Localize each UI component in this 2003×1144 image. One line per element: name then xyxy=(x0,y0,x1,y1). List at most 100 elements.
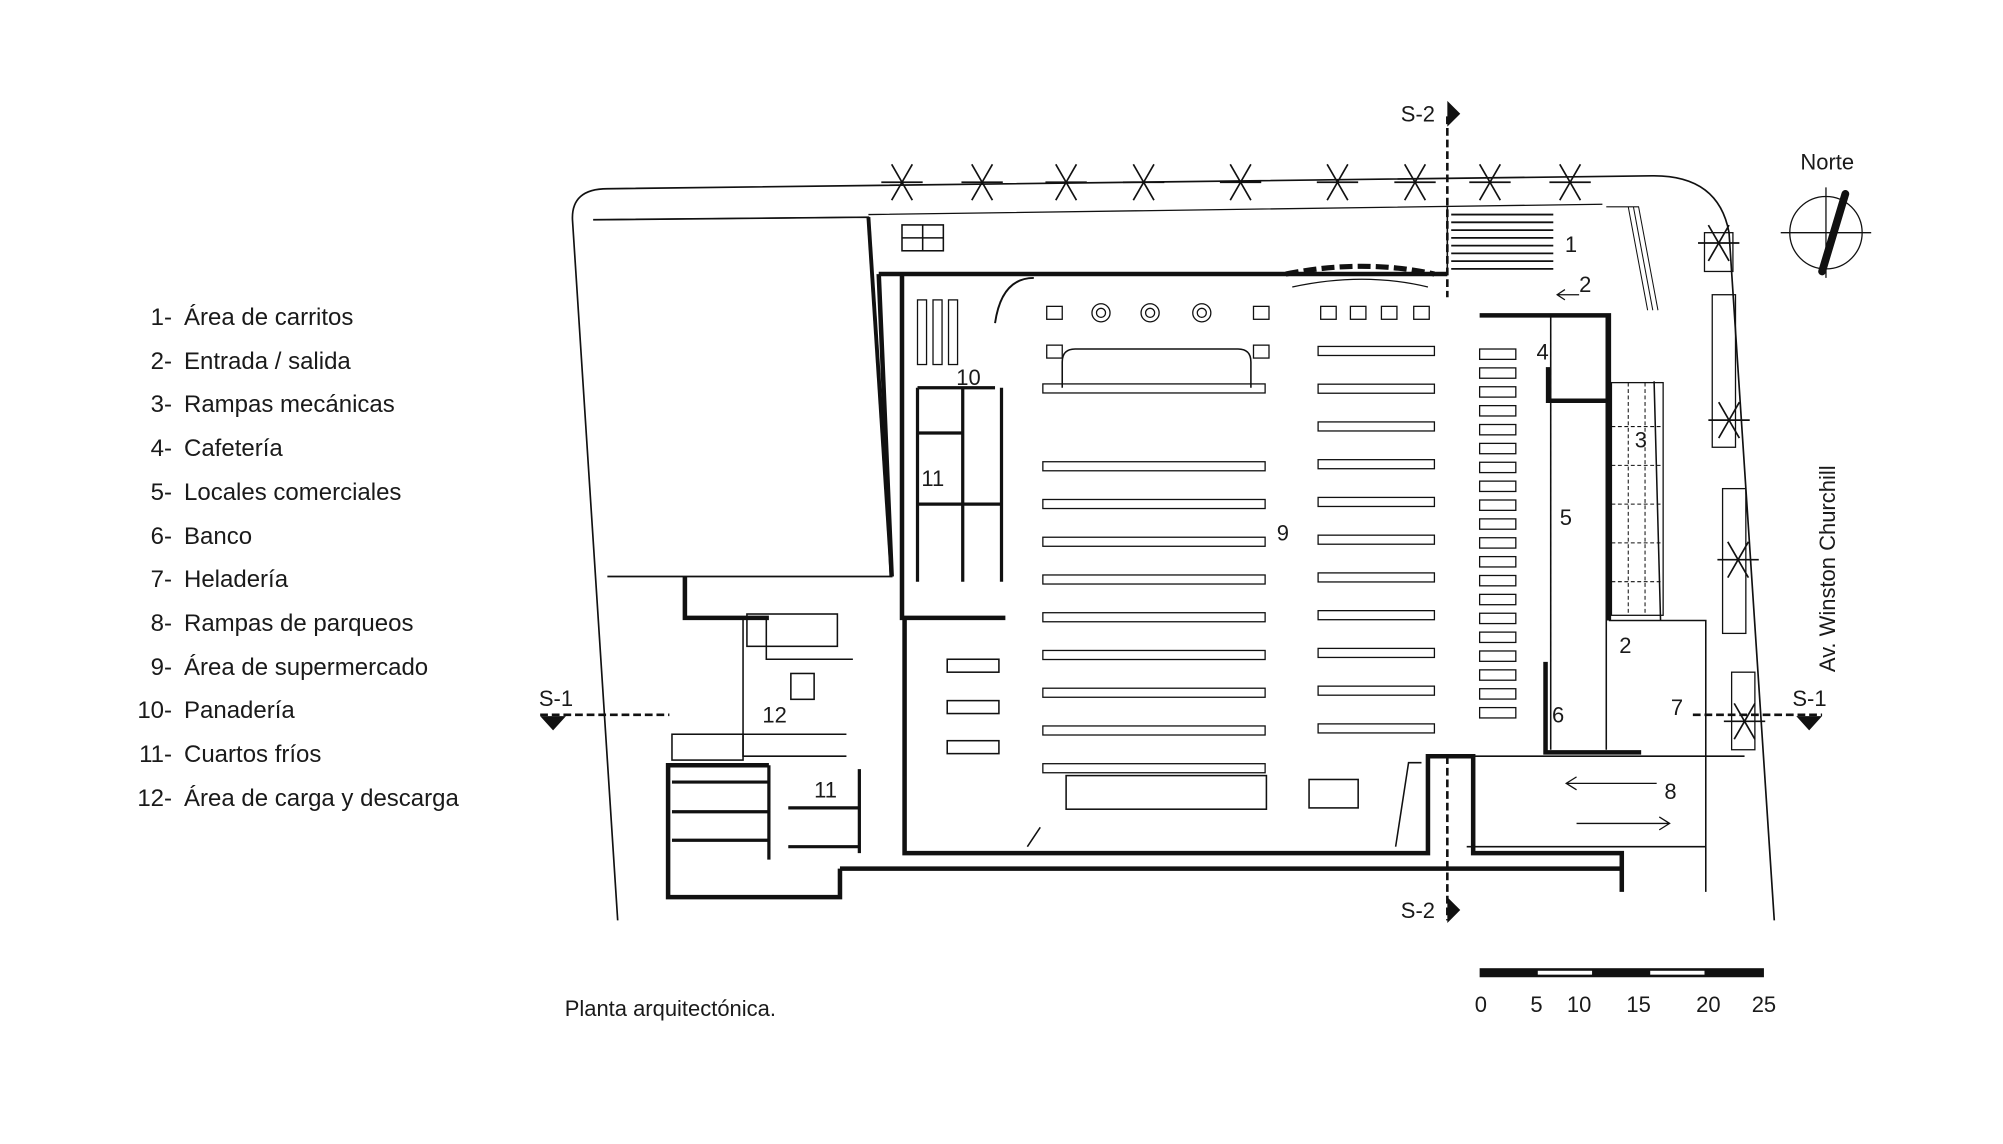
section-markers xyxy=(540,100,1823,923)
checkout-counter xyxy=(1478,706,1517,719)
room-label-6: 6 xyxy=(1552,703,1564,728)
shelf xyxy=(1317,383,1436,394)
room-labels: 1 2 4 10 3 11 5 9 2 12 6 7 11 8 xyxy=(762,232,1683,804)
checkout-counter xyxy=(1478,386,1517,398)
tree-icon xyxy=(1414,163,1427,183)
room-label-12: 12 xyxy=(762,703,786,728)
tree-icon xyxy=(1142,181,1155,201)
column xyxy=(1252,344,1270,359)
checkout-counter xyxy=(1478,537,1517,549)
section-s2-top: S-2 xyxy=(1401,102,1435,127)
cold-rooms xyxy=(671,386,1004,860)
tree-icon xyxy=(981,181,994,201)
legend-label: Banco xyxy=(184,522,253,550)
room-label-1: 1 xyxy=(1565,232,1577,257)
legend-label: Locales comerciales xyxy=(184,478,402,506)
room-label-4: 4 xyxy=(1536,339,1548,364)
tree-icon xyxy=(1728,419,1741,439)
column xyxy=(1380,305,1398,320)
tree-icon xyxy=(1326,181,1339,201)
tree-icon xyxy=(1239,181,1252,201)
column-round xyxy=(1091,303,1111,323)
checkout-counter xyxy=(1478,669,1517,681)
room-label-7: 7 xyxy=(1671,695,1683,720)
checkout-counter xyxy=(1478,442,1517,455)
checkout-counter xyxy=(1478,480,1517,493)
scale-tick: 0 xyxy=(1475,992,1487,1017)
legend-number: 3- xyxy=(150,391,172,419)
tree-icon xyxy=(1132,163,1145,183)
tree-icon xyxy=(1559,163,1571,183)
shelf xyxy=(1042,383,1266,394)
tree-icon xyxy=(1733,720,1746,740)
tree-icon xyxy=(1569,163,1582,183)
shelf xyxy=(1042,498,1266,510)
entry-arrow xyxy=(1556,289,1580,301)
cart-area xyxy=(1451,213,1554,270)
interior-walls xyxy=(742,206,1745,892)
tree-icon xyxy=(1055,163,1067,183)
tree-icon xyxy=(1229,163,1242,183)
tree-icon xyxy=(901,181,914,201)
tree-icon xyxy=(1707,224,1720,244)
tree-icon xyxy=(1478,163,1491,183)
section-s1-right: S-1 xyxy=(1792,686,1826,711)
legend-item: 2-Entrada / salida xyxy=(128,340,459,384)
checkout-counter xyxy=(1478,631,1517,644)
column xyxy=(1413,305,1430,320)
tree-icon xyxy=(1743,702,1756,722)
legend-number: 6- xyxy=(150,522,172,550)
tree-icon xyxy=(1489,181,1502,201)
shelf xyxy=(1042,461,1266,472)
section-s2-bottom: S-2 xyxy=(1401,898,1435,923)
legend-number: 7- xyxy=(150,566,172,594)
scale-tick: 10 xyxy=(1567,992,1591,1017)
street-steps xyxy=(1606,206,1659,311)
shelf xyxy=(1042,763,1266,774)
legend-item: 5-Locales comerciales xyxy=(128,471,459,515)
shelf xyxy=(1042,612,1266,623)
room-label-11b: 11 xyxy=(814,778,837,803)
tree-icon xyxy=(1055,181,1067,201)
tree-icon xyxy=(1559,181,1571,201)
room-label-3: 3 xyxy=(1635,427,1647,452)
legend-label: Heladería xyxy=(184,566,289,594)
tree-icon xyxy=(1728,401,1741,421)
tree-icon xyxy=(901,163,914,183)
ramp-arrow-right xyxy=(1576,816,1671,831)
bakery-table xyxy=(947,299,959,366)
checkout-counter xyxy=(1478,574,1517,587)
legend-number: 12- xyxy=(137,784,172,812)
legend-label: Área de carritos xyxy=(184,304,354,331)
shelf xyxy=(1317,421,1436,432)
room-label-11a: 11 xyxy=(921,466,944,491)
shelf xyxy=(1042,649,1266,661)
legend-label: Área de supermercado xyxy=(184,653,429,681)
tree-icon xyxy=(1737,559,1750,579)
tree-icon xyxy=(1132,181,1145,201)
shelving xyxy=(916,299,1517,774)
north-label: Norte xyxy=(1800,149,1854,174)
legend-label: Rampas de parqueos xyxy=(184,609,414,637)
scale-tick: 20 xyxy=(1696,992,1720,1017)
column-round xyxy=(1196,307,1207,318)
column xyxy=(1252,305,1270,320)
tree-icon xyxy=(1569,181,1582,201)
shelf xyxy=(1317,647,1436,659)
column xyxy=(1320,305,1337,320)
escalators xyxy=(1610,381,1664,616)
supermarket-wall xyxy=(665,271,1642,900)
tree-icon xyxy=(1717,401,1730,421)
north-arrow-icon xyxy=(1780,187,1872,278)
street-planters xyxy=(1703,232,1756,751)
column-round xyxy=(1140,303,1160,323)
checkout-counter xyxy=(1478,348,1517,361)
street-label: Av. Winston Churchill xyxy=(1815,465,1840,672)
entrance-canopy xyxy=(1285,263,1435,277)
legend-item: 7- Heladería xyxy=(128,558,459,602)
site-boundary xyxy=(571,174,1776,921)
checkout-counter xyxy=(1478,461,1517,474)
tree-icon xyxy=(971,163,983,183)
scale-tick: 25 xyxy=(1752,992,1776,1017)
